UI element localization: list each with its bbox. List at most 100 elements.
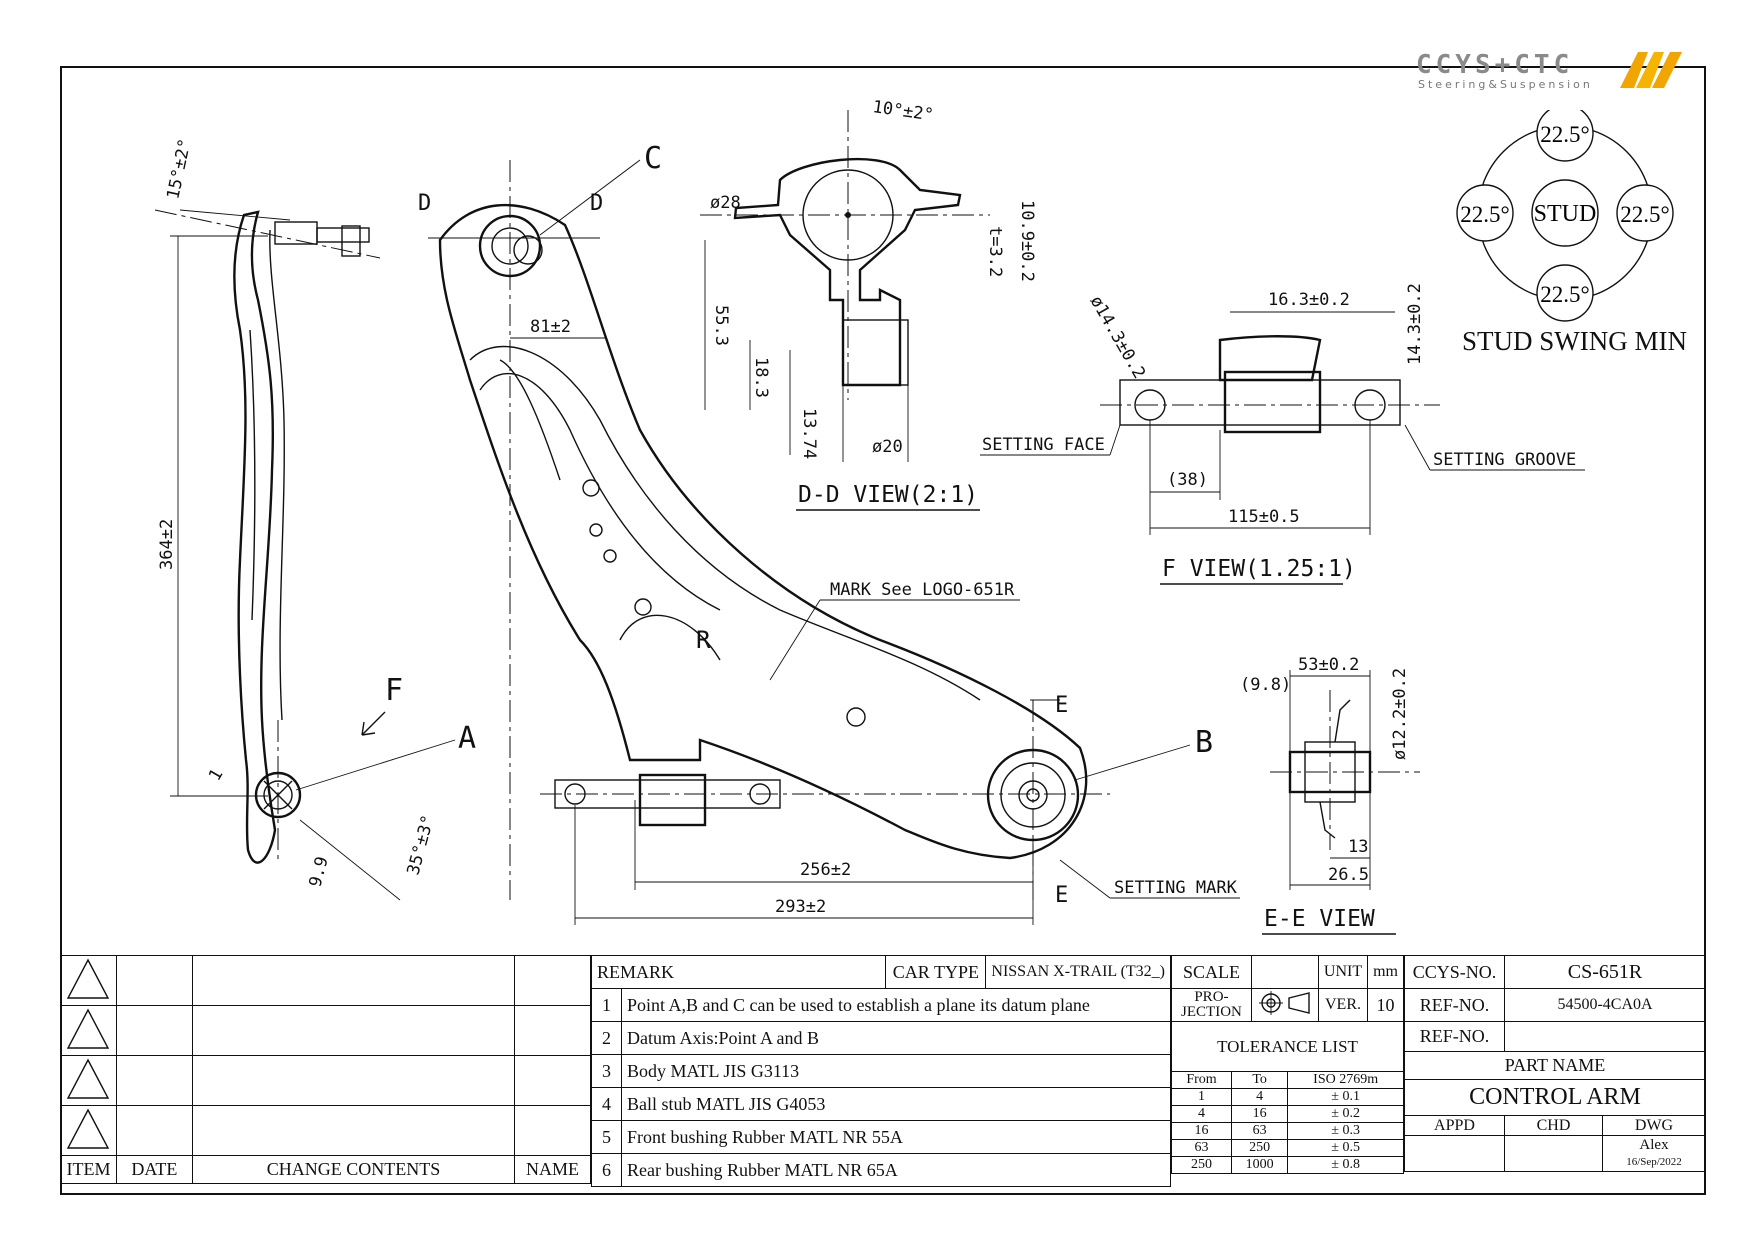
dim-53: 53±0.2 <box>1298 655 1359 675</box>
setting-groove-note: SETTING GROOVE <box>1433 450 1576 470</box>
tolerance-title: TOLERANCE LIST <box>1171 1021 1404 1072</box>
unit-value: mm <box>1367 955 1404 989</box>
swing-angle-right: 22.5° <box>1620 202 1669 227</box>
section-e-bottom: E <box>1055 883 1068 908</box>
point-b-label: B <box>1195 725 1213 760</box>
section-e-top: E <box>1055 693 1068 718</box>
remark-num: 3 <box>591 1054 622 1088</box>
remark-item: Ball stub MATL JIS G4053 <box>621 1087 1171 1121</box>
drawer-name: Alex <box>1639 1136 1669 1153</box>
rev-triangle-3 <box>60 1055 117 1106</box>
remark-num: 2 <box>591 1021 622 1055</box>
company-logo: CCYS+CTC Steering&Suspension <box>1410 48 1710 94</box>
dim-length-364: 364±2 <box>157 519 177 570</box>
ref-no-value-2 <box>1504 1021 1706 1052</box>
car-type-label: CAR TYPE <box>885 955 987 989</box>
dim-10-9: 10.9±0.2 <box>1017 200 1037 282</box>
logo-brand: CCYS+CTC <box>1416 50 1574 80</box>
ref-no-label: REF-NO. <box>1404 988 1505 1022</box>
tol-from: 16 <box>1170 1122 1233 1140</box>
dim-18-3: 18.3 <box>751 357 771 398</box>
dim-26-5: 26.5 <box>1328 865 1369 885</box>
rev-item-header: ITEM <box>60 1155 117 1184</box>
tol-to: 63 <box>1231 1122 1289 1140</box>
remark-item: Datum Axis:Point A and B <box>621 1021 1171 1055</box>
dim-55-3: 55.3 <box>711 305 731 346</box>
ccys-no-value: CS-651R <box>1504 955 1706 989</box>
dim-phi-14-3: ø14.3±0.2 <box>1086 293 1149 383</box>
tol-to: 250 <box>1231 1139 1289 1157</box>
dim-phi-28: ø28 <box>710 193 741 213</box>
dim-angle-35: 35°±3° <box>404 813 439 878</box>
remark-item: Point A,B and C can be used to establish… <box>621 988 1171 1022</box>
logo-mark-icon <box>1620 52 1682 88</box>
rev-name-header: NAME <box>514 1155 591 1184</box>
dim-38: (38) <box>1167 470 1208 490</box>
main-arm-view: D D C 81±2 R MARK See LOGO-651R E E B SE… <box>418 141 1240 925</box>
tol-from: 63 <box>1170 1139 1233 1157</box>
dim-phi-12-2: ø12.2±0.2 <box>1390 668 1410 760</box>
tol-to: 4 <box>1231 1088 1289 1106</box>
remark-item: Front bushing Rubber MATL NR 55A <box>621 1120 1171 1154</box>
section-d-left: D <box>418 191 431 216</box>
remark-num: 6 <box>591 1153 622 1187</box>
dim-16-3: 16.3±0.2 <box>1268 290 1350 310</box>
technical-drawing: 15°±2° 364±2 1 9.9 35°±3° F A <box>154 97 1585 935</box>
setting-face-note: SETTING FACE <box>982 435 1105 455</box>
remark-num: 1 <box>591 988 622 1022</box>
drawer-and-date: Alex 16/Sep/2022 <box>1602 1135 1706 1172</box>
drawing-frame <box>60 66 1706 1195</box>
unit-label: UNIT <box>1317 955 1369 989</box>
dim-1: 1 <box>205 766 227 785</box>
title-block: CCYS-NO.CS-651R REF-NO.54500-4CA0A REF-N… <box>1404 955 1706 1172</box>
tol-from: 4 <box>1170 1105 1233 1123</box>
dim-angle-10: 10°±2° <box>871 97 935 125</box>
section-d-right: D <box>590 191 603 216</box>
remark-header: REMARK <box>590 955 887 989</box>
ccys-no-label: CCYS-NO. <box>1404 955 1505 989</box>
tol-to: 16 <box>1231 1105 1289 1123</box>
view-f-label: F <box>385 673 403 708</box>
stud-swing-diagram: STUD 22.5° 22.5° 22.5° 22.5° <box>1456 110 1674 322</box>
ver-label: VER. <box>1317 988 1369 1022</box>
scale-label: SCALE <box>1171 955 1252 989</box>
dwg-label: DWG <box>1602 1115 1706 1136</box>
projection-label: PRO- JECTION <box>1171 988 1252 1022</box>
swing-angle-top: 22.5° <box>1540 122 1589 147</box>
dim-256: 256±2 <box>800 860 851 880</box>
dd-view: 10°±2° ø28 t=3.2 10.9±0.2 55.3 18.3 13.7… <box>700 97 1037 511</box>
dim-14-3: 14.3±0.2 <box>1405 283 1425 365</box>
side-view: 15°±2° 364±2 1 9.9 35°±3° F A <box>154 137 476 901</box>
dd-view-title: D-D VIEW(2:1) <box>798 482 978 508</box>
drawing-date: 16/Sep/2022 <box>1626 1155 1682 1168</box>
f-view: 16.3±0.2 ø14.3±0.2 14.3±0.2 (38) 115±0.5… <box>980 283 1585 585</box>
mark-logo-note: MARK See LOGO-651R <box>830 580 1015 600</box>
tol-from: 1 <box>1170 1088 1233 1106</box>
tol-value: ± 0.3 <box>1287 1122 1404 1140</box>
ee-view: 53±0.2 (9.8) ø12.2±0.2 13 26.5 E-E VIEW <box>1240 655 1420 935</box>
stud-swing-title: STUD SWING MIN <box>1462 326 1687 356</box>
tol-std-header: ISO 2769m <box>1287 1071 1404 1089</box>
dim-t-3-2: t=3.2 <box>985 226 1005 277</box>
projection-symbol-icon <box>1250 988 1319 1022</box>
ver-value: 10 <box>1367 988 1404 1022</box>
car-type-value: NISSAN X-TRAIL (T32_) <box>985 955 1171 989</box>
dim-13-74: 13.74 <box>799 408 819 459</box>
logo-tagline: Steering&Suspension <box>1418 78 1593 91</box>
tol-value: ± 0.5 <box>1287 1139 1404 1157</box>
tol-from-header: From <box>1170 1071 1233 1089</box>
rev-triangle-1 <box>60 955 117 1006</box>
tol-from: 250 <box>1170 1156 1233 1174</box>
f-view-title: F VIEW(1.25:1) <box>1162 556 1356 582</box>
ref-no-value: 54500-4CA0A <box>1504 988 1706 1022</box>
rev-triangle-2 <box>60 1005 117 1056</box>
dim-13: 13 <box>1348 837 1368 857</box>
rev-change-header: CHANGE CONTENTS <box>191 1155 516 1184</box>
point-c-label: C <box>644 141 662 176</box>
setting-mark-note: SETTING MARK <box>1114 878 1238 898</box>
tol-value: ± 0.8 <box>1287 1156 1404 1174</box>
part-name-value: CONTROL ARM <box>1404 1079 1706 1116</box>
